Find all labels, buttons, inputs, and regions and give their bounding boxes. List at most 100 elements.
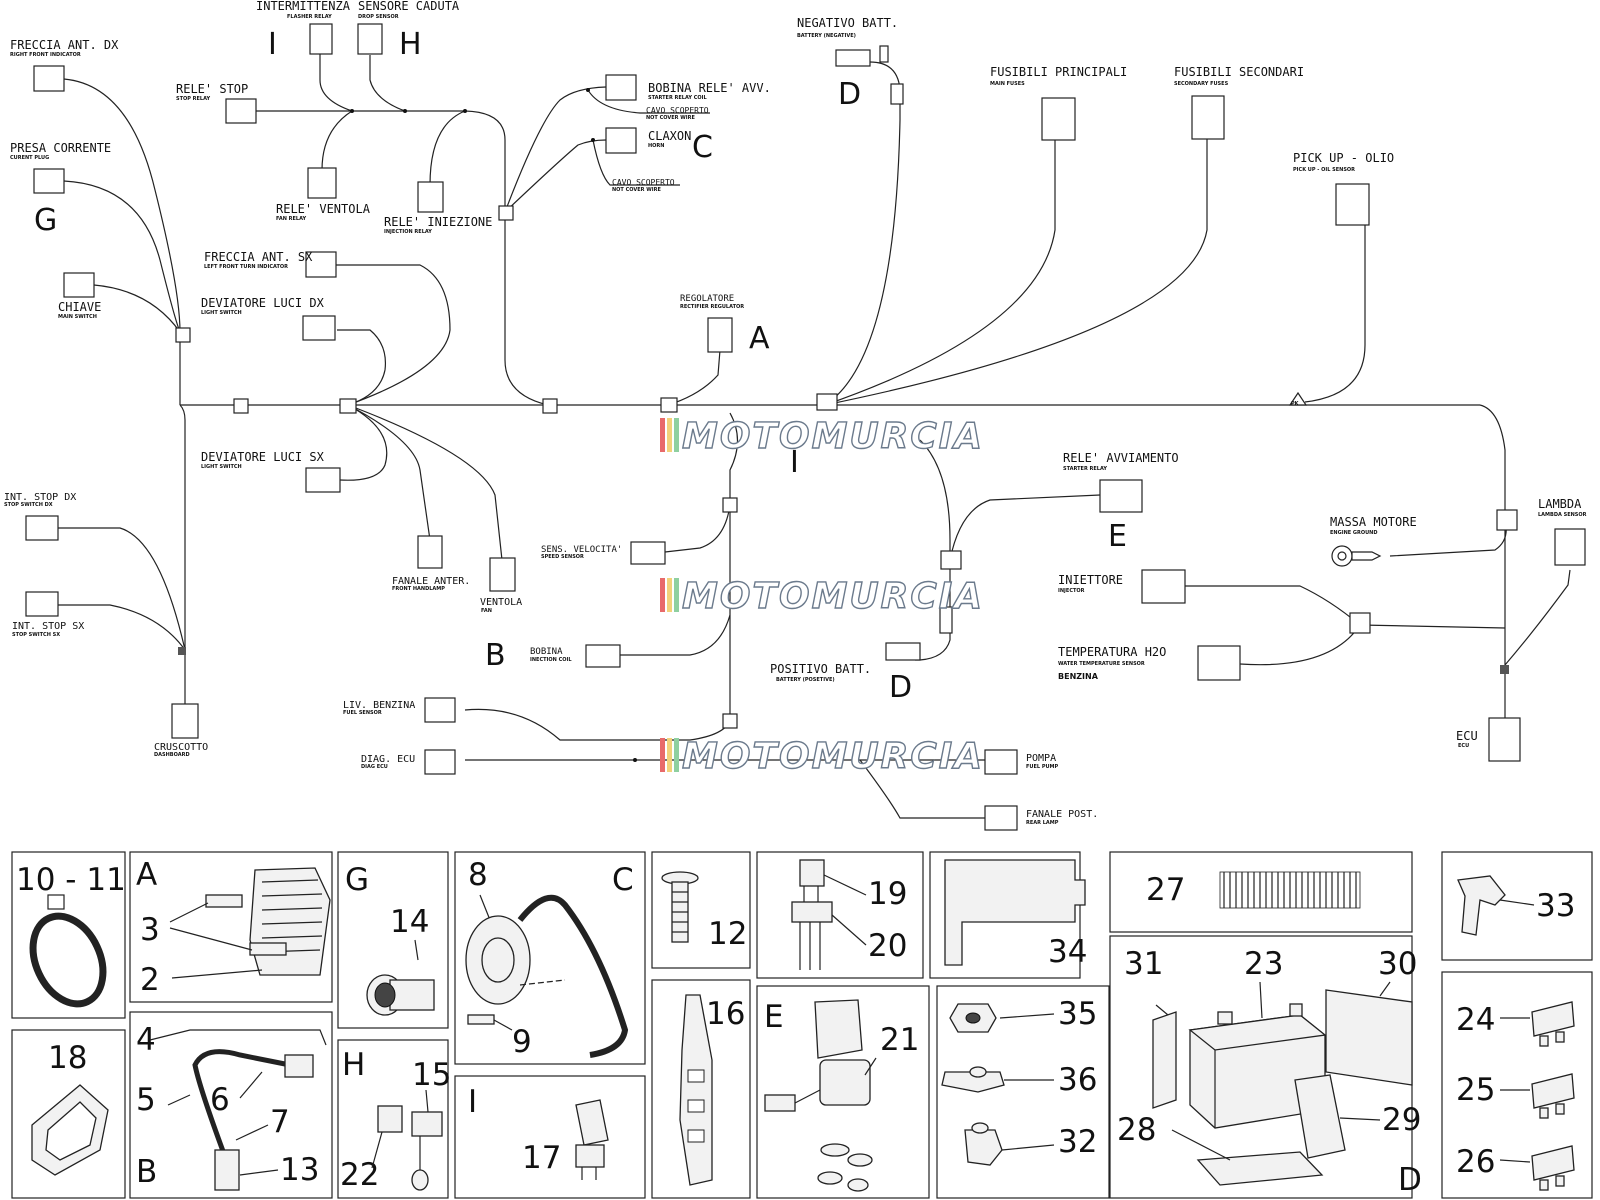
svg-text:8: 8	[468, 857, 488, 893]
spark-cap-icon	[284, 1054, 314, 1078]
svg-text:31: 31	[1124, 946, 1163, 982]
freccia-ant-sx-box	[305, 251, 337, 278]
svg-text:6: 6	[210, 1082, 230, 1118]
ref-letter: D	[889, 670, 912, 705]
svg-text:STARTER RELAY COIL: STARTER RELAY COIL	[648, 95, 708, 101]
svg-text:STOP SWITCH DX: STOP SWITCH DX	[4, 502, 53, 508]
svg-text:30: 30	[1378, 946, 1417, 982]
svg-text:I: I	[468, 1084, 477, 1120]
label-bobina: BOBINA	[530, 647, 563, 657]
svg-text:10 - 11: 10 - 11	[16, 862, 126, 898]
svg-text:LIGHT SWITCH: LIGHT SWITCH	[201, 464, 242, 470]
svg-text:SECONDARY FUSES: SECONDARY FUSES	[1174, 81, 1229, 87]
pick-up-box	[1335, 183, 1370, 226]
sensore-caduta-box	[357, 23, 383, 55]
int-stop-dx-box	[25, 515, 59, 541]
svg-text:33: 33	[1536, 888, 1575, 924]
panel-10-11: 10 - 11	[11, 851, 126, 1019]
panel-24-25-26: 24 25 26	[1441, 971, 1593, 1199]
label-diag-ecu: DIAG. ECU	[361, 754, 415, 765]
svg-text:LIGHT SWITCH: LIGHT SWITCH	[201, 310, 242, 316]
panel-33: 33	[1441, 851, 1593, 961]
ref-letter: E	[1108, 519, 1127, 554]
svg-text:STOP RELAY: STOP RELAY	[176, 96, 211, 102]
svg-text:BENZINA: BENZINA	[1058, 672, 1099, 681]
svg-text:35: 35	[1058, 996, 1097, 1032]
svg-text:DIAG ECU: DIAG ECU	[361, 764, 388, 770]
lambda-box	[1554, 528, 1586, 566]
presa-corrente-box	[33, 168, 65, 194]
watermarks: MOTOMURCIA MOTOMURCIA MOTOMURCIA	[660, 415, 984, 778]
label-rele-stop: RELE' STOP	[176, 82, 248, 96]
label-freccia-ant-sx: FRECCIA ANT. SX	[204, 250, 313, 264]
label-deviatore-sx: DEVIATORE LUCI SX	[201, 450, 325, 464]
engine-ground-terminal	[1331, 545, 1382, 567]
plug-cap-icon	[214, 1149, 240, 1191]
label-pick-up: PICK UP - OLIO	[1293, 151, 1394, 165]
label-fusibili-secondari: FUSIBILI SECONDARI	[1174, 65, 1304, 79]
screw-icon	[205, 894, 243, 908]
svg-text:C: C	[612, 862, 634, 898]
starter-relay-icon	[814, 999, 863, 1059]
svg-text:29: 29	[1382, 1102, 1421, 1138]
svg-text:FLASHER RELAY: FLASHER RELAY	[287, 14, 332, 20]
svg-text:17: 17	[522, 1140, 561, 1176]
label-ecu: ECU	[1456, 729, 1478, 743]
svg-text:INJECTION RELAY: INJECTION RELAY	[384, 229, 432, 235]
panel-18: 18	[11, 1029, 126, 1199]
label-deviatore-dx: DEVIATORE LUCI DX	[201, 296, 325, 310]
ref-letter: B	[485, 638, 506, 673]
panel-B: B 4 5 6 7 13	[129, 1011, 333, 1199]
label-positivo-batt: POSITIVO BATT.	[770, 662, 871, 676]
svg-text:D: D	[1398, 1162, 1422, 1198]
label-chiave: CHIAVE	[58, 300, 101, 314]
label-ventola: VENTOLA	[480, 597, 522, 608]
svg-text:26: 26	[1456, 1144, 1495, 1180]
label-liv-benzina: LIV. BENZINA	[343, 700, 415, 711]
label-claxon: CLAXON	[648, 129, 691, 143]
fuse-icon	[1531, 1073, 1575, 1109]
label-temperatura: TEMPERATURA H2O	[1058, 645, 1166, 659]
label-lambda: LAMBDA	[1538, 497, 1582, 511]
svg-text:MAIN FUSES: MAIN FUSES	[990, 81, 1025, 87]
negativo-batt-box	[835, 49, 871, 67]
label-freccia-ant-dx: FRECCIA ANT. DX	[10, 38, 119, 52]
svg-text:LEFT FRONT TURN INDICATOR: LEFT FRONT TURN INDICATOR	[204, 264, 288, 270]
deviatore-sx-box	[305, 467, 341, 493]
diag-ecu-box	[424, 749, 456, 775]
svg-text:BATTERY (NEGATIVE): BATTERY (NEGATIVE)	[797, 33, 856, 39]
svg-text:RECTIFIER REGULATOR: RECTIFIER REGULATOR	[680, 304, 744, 310]
svg-text:INJECTOR: INJECTOR	[1058, 588, 1085, 594]
cable-tie-icon	[29, 912, 107, 1008]
svg-text:18: 18	[48, 1040, 87, 1076]
battery-pad-icon	[1152, 1011, 1177, 1109]
ref-letter: D	[838, 77, 861, 112]
connector-icon	[799, 859, 825, 887]
svg-text:PICK UP - OIL SENSOR: PICK UP - OIL SENSOR	[1293, 167, 1355, 173]
label-regolatore: REGOLATORE	[680, 294, 734, 304]
svg-text:MOTOMURCIA: MOTOMURCIA	[682, 416, 984, 457]
svg-text:CURENT PLUG: CURENT PLUG	[10, 155, 49, 161]
label-fusibili-principali: FUSIBILI PRINCIPALI	[990, 65, 1127, 79]
rele-iniezione-box	[417, 181, 444, 213]
fuse-icon	[1531, 1145, 1575, 1181]
freccia-ant-dx-box	[33, 65, 65, 92]
battery-pad-icon	[1196, 1151, 1324, 1186]
svg-text:RIGHT FRONT INDICATOR: RIGHT FRONT INDICATOR	[10, 52, 81, 58]
ref-letter: C	[692, 130, 713, 165]
iniettore-box	[1141, 569, 1186, 604]
label-rele-iniezione: RELE' INIEZIONE	[384, 215, 492, 229]
pompa-box	[984, 749, 1018, 775]
component-boxes	[25, 23, 1586, 831]
svg-text:MOTOMURCIA: MOTOMURCIA	[682, 576, 984, 617]
bracket-icon	[944, 859, 1086, 966]
screw-icon	[467, 1014, 495, 1025]
label-cavo-scoperto-2: CAVO SCOPERTO	[612, 178, 675, 187]
rele-ventola-box	[307, 167, 337, 199]
liv-benzina-box	[424, 697, 456, 723]
svg-text:32: 32	[1058, 1124, 1097, 1160]
bobina-box	[585, 644, 621, 668]
svg-text:HORN: HORN	[648, 143, 664, 149]
svg-text:23: 23	[1244, 946, 1283, 982]
